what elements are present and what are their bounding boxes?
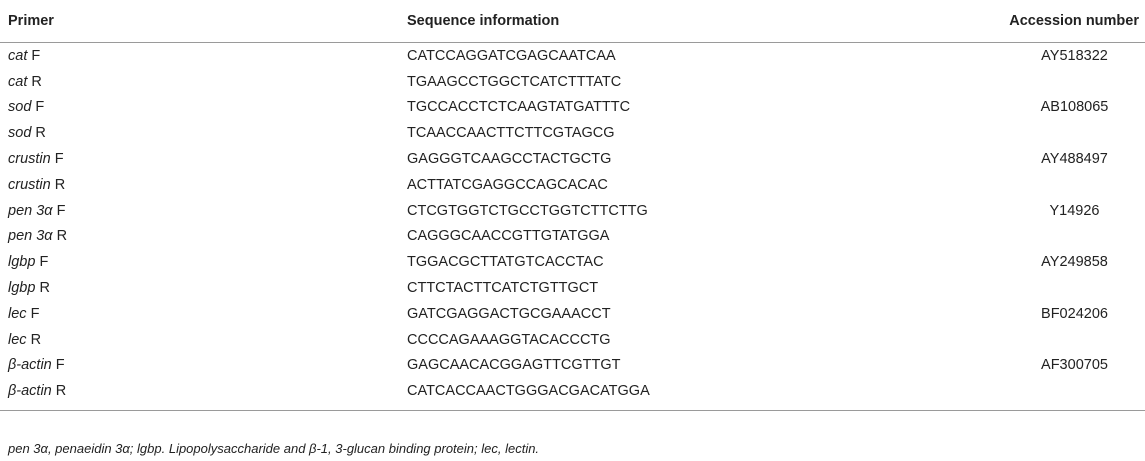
primer-cell: sod F [0,95,407,121]
primer-direction: F [55,357,65,374]
primer-direction: F [39,254,49,271]
accession-cell [984,378,1145,410]
primer-table-container: Primer Sequence information Accession nu… [0,0,1145,412]
table-bottom-rule [0,410,1145,412]
gene-name: crustin [8,176,51,193]
primer-direction: R [39,280,50,297]
accession-cell [984,120,1145,146]
primer-direction: R [54,176,66,193]
gene-name: pen 3α [8,202,53,219]
sequence-cell: CTCGTGGTCTGCCTGGTCTTCTTG [407,202,648,219]
primer-cell: cat F [0,43,407,69]
primer-cell: pen 3α F [0,198,407,224]
gene-name: lgbp [8,280,36,297]
gene-name: sod [8,125,32,142]
gene-name: lec [8,331,27,348]
primer-cell: sod R [0,120,407,146]
sequence-cell: TGGACGCTTATGTCACCTAC [407,254,604,271]
primer-direction: F [56,202,66,219]
primer-direction: F [31,47,41,64]
primer-cell: crustin F [0,146,407,172]
gene-name: β-actin [8,383,52,400]
primer-direction: R [55,383,67,400]
primer-direction: R [35,125,46,142]
accession-cell [984,172,1145,198]
sequence-cell: GAGCAACACGGAGTTCGTTGT [407,357,621,374]
primer-cell: lec R [0,327,407,353]
primer-cell: pen 3α R [0,224,407,250]
sequence-cell: CTTCTACTTCATCTGTTGCT [407,280,599,297]
sequence-cell: GATCGAGGACTGCGAAACCT [407,305,611,322]
sequence-cell: CATCACCAACTGGGACGACATGGA [407,383,650,400]
primer-cell: lgbp R [0,275,407,301]
accession-cell [984,69,1145,95]
sequence-cell: CAGGGCAACCGTTGTATGGA [407,228,610,245]
table-footnote: pen 3α, penaeidin 3α; lgbp. Lipopolysacc… [8,441,540,456]
accession-cell: BF024206 [1041,305,1108,322]
sequence-cell: CATCCAGGATCGAGCAATCAA [407,47,616,64]
gene-name: crustin [8,151,51,168]
accession-cell: Y14926 [1049,202,1100,219]
gene-name: lec [8,305,27,322]
primer-cell: crustin R [0,172,407,198]
table-header: Primer Sequence information Accession nu… [0,0,1145,43]
sequence-cell: TGAAGCCTGGCTCATCTTTATC [407,73,622,90]
gene-name: lgbp [8,254,36,271]
accession-cell [984,224,1145,250]
primer-direction: F [30,305,40,322]
primer-direction: R [31,73,42,90]
primer-table: Primer Sequence information Accession nu… [0,0,1145,411]
accession-cell: AF300705 [1041,357,1108,374]
accession-cell [984,327,1145,353]
primer-cell: cat R [0,69,407,95]
primer-cell: lgbp F [0,249,407,275]
primer-cell: lec F [0,301,407,327]
gene-name: cat [8,47,28,64]
sequence-cell: ACTTATCGAGGCCAGCACAC [407,176,608,193]
header-sequence: Sequence information [407,0,984,43]
header-primer: Primer [0,0,407,43]
sequence-cell: CCCCAGAAAGGTACACCCTG [407,331,611,348]
primer-direction: R [56,228,68,245]
accession-cell: AY518322 [1041,47,1108,64]
gene-name: cat [8,73,28,90]
header-accession: Accession number [984,0,1145,43]
sequence-cell: TCAACCAACTTCTTCGTAGCG [407,125,615,142]
gene-name: β-actin [8,357,52,374]
primer-direction: R [30,331,42,348]
sequence-cell: GAGGGTCAAGCCTACTGCTG [407,151,612,168]
primer-direction: F [54,151,64,168]
accession-cell: AY249858 [1041,254,1108,271]
sequence-cell: TGCCACCTCTCAAGTATGATTTC [407,99,631,116]
primer-cell: β-actin R [0,378,407,410]
accession-cell: AB108065 [1040,99,1109,116]
accession-cell [984,275,1145,301]
primer-cell: β-actin F [0,353,407,379]
gene-name: pen 3α [8,228,53,245]
primer-direction: F [35,99,45,116]
gene-name: sod [8,99,32,116]
accession-cell: AY488497 [1041,151,1108,168]
header-row: Primer Sequence information Accession nu… [0,0,1145,43]
